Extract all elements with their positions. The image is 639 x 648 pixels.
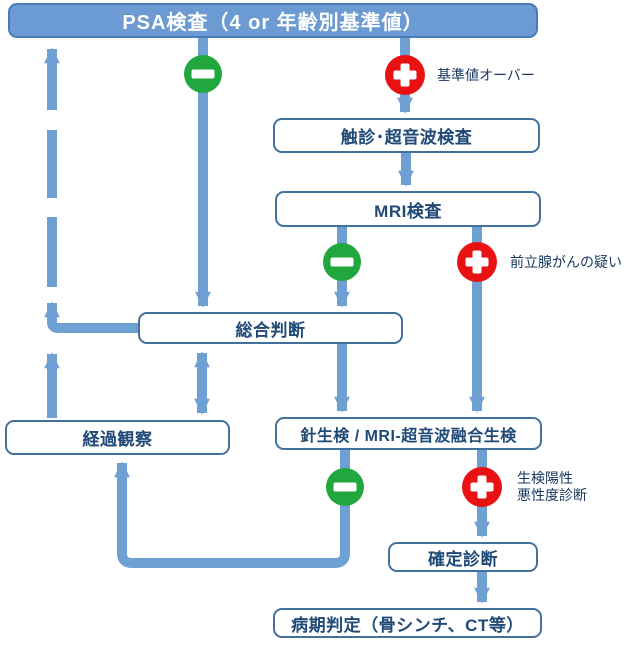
node-comprehensive-judgment: 総合判断 [138,312,403,344]
node-followup-observation: 経過観察 [5,420,230,455]
plus-icon [385,55,425,95]
plus-bar-v [472,250,482,274]
minus-bar [191,69,215,79]
plus-icon [457,242,497,282]
annotation-cancer-suspicion: 前立腺がんの疑い [510,254,622,270]
connector-biopsy-negative-return [114,450,350,568]
annotation-malignancy-assessment: 悪性度診断 [517,487,587,503]
node-staging: 病期判定（骨シンチ、CT等） [273,608,542,638]
minus-icon [184,55,222,93]
node-psa-test: PSA検査（4 or 年齢別基準値） [8,3,538,38]
minus-icon [323,243,361,281]
node-needle-biopsy: 針生検 / MRI-超音波融合生検 [275,417,542,450]
node-palpation-ultrasound: 触診･超音波検査 [273,118,540,153]
plus-bar-v [477,475,487,499]
connector-judgment-return [44,301,140,333]
minus-bar [333,482,357,492]
plus-icon [462,467,502,507]
annotation-biopsy-positive: 生検陽性 悪性度診断 [517,470,587,504]
node-mri-exam: MRI検査 [275,191,541,227]
annotation-over-threshold: 基準値オーバー [437,67,535,83]
minus-icon [326,468,364,506]
annotation-biopsy-positive-line1: 生検陽性 [517,470,573,486]
node-definitive-diagnosis: 確定診断 [388,542,538,572]
minus-bar [330,257,354,267]
plus-bar-v [400,63,410,87]
